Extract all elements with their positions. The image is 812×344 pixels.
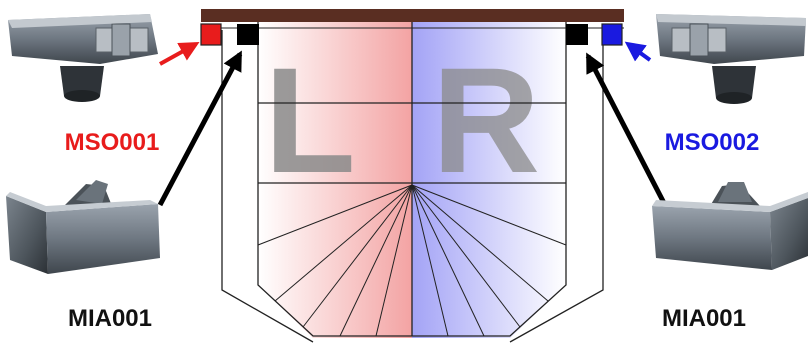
left-outlet-label: MSO001: [65, 129, 160, 156]
right-angle-marker: [566, 24, 588, 45]
right-outlet-arrow: [628, 44, 650, 60]
left-angle-photo: [6, 180, 160, 274]
right-outlet-marker: [602, 24, 622, 45]
left-angle-arrow: [160, 54, 240, 205]
right-side-letter: R: [432, 36, 540, 204]
fascia-bar: [201, 9, 624, 22]
right-angle-photo: [652, 182, 808, 270]
right-angle-label: MIA001: [662, 305, 746, 332]
left-outlet-photo: [8, 14, 158, 102]
left-angle-label: MIA001: [68, 305, 152, 332]
left-outlet-arrow: [160, 44, 196, 64]
right-outlet-photo: [656, 14, 806, 104]
right-angle-arrow: [588, 56, 664, 203]
left-side-letter: L: [264, 36, 356, 204]
right-outlet-label: MSO002: [665, 129, 760, 156]
left-outlet-marker: [201, 24, 221, 45]
left-angle-marker: [237, 24, 259, 45]
